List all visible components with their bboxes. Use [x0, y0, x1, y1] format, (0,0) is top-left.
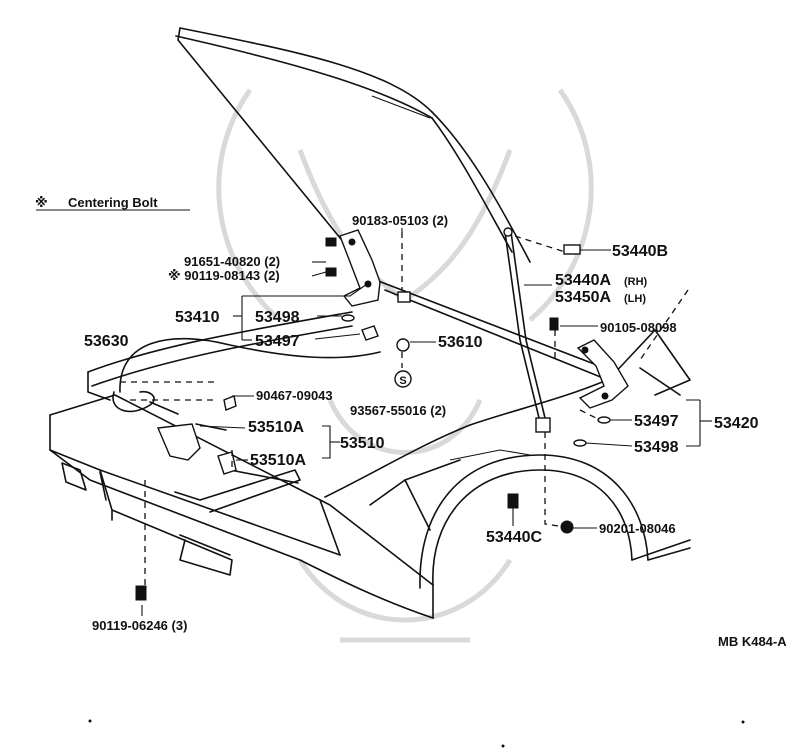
dot-mark [741, 720, 745, 724]
part-91651-40820: 91651-40820 (2) [184, 254, 280, 269]
part-90105-08098: 90105-08098 [600, 320, 677, 335]
part-53410: 53410 [175, 309, 220, 326]
part-53420: 53420 [714, 415, 759, 432]
part-53450A: 53450A [555, 289, 611, 306]
part-53440B: 53440B [612, 243, 668, 260]
hood-hinge-right [576, 339, 629, 409]
part-53440A: 53440A [555, 272, 611, 289]
part-53497-right: 53497 [634, 413, 679, 430]
part-53510A-lower: 53510A [250, 452, 306, 469]
hood-stay-rod [503, 227, 551, 433]
part-53510: 53510 [340, 435, 385, 452]
release-cable [112, 337, 381, 413]
hood-panel [175, 27, 531, 263]
leader-lines [36, 209, 712, 616]
legend-symbol: ※ [35, 195, 48, 210]
part-90201-08046: 90201-08046 [599, 521, 676, 536]
part-93567-55016: 93567-55016 (2) [350, 403, 446, 418]
s-symbol-label: S [399, 375, 406, 387]
hood-lock-assembly [149, 401, 237, 475]
alignment-lines [120, 232, 601, 590]
small-parts [135, 237, 611, 601]
part-53440A-side: (RH) [624, 276, 648, 288]
part-90119-08143: ※ 90119-08143 (2) [168, 268, 280, 283]
part-53498-left: 53498 [255, 309, 300, 326]
part-53510A-upper: 53510A [248, 419, 304, 436]
s-symbol-mark: S [394, 370, 412, 388]
part-53610: 53610 [438, 334, 483, 351]
part-53630: 53630 [84, 333, 129, 350]
dot-mark [88, 719, 92, 723]
part-53450A-side: (LH) [624, 293, 646, 305]
dot-mark [501, 744, 505, 748]
diagram-id: MB K484-A [718, 634, 787, 649]
legend-text: Centering Bolt [68, 195, 158, 210]
vehicle-body [49, 271, 691, 619]
part-53440C: 53440C [486, 529, 542, 546]
part-90183-05103: 90183-05103 (2) [352, 213, 448, 228]
part-53498-right: 53498 [634, 439, 679, 456]
part-53497-left: 53497 [255, 333, 300, 350]
hood-hinge-left [339, 229, 381, 307]
watermark-emblem [216, 88, 594, 643]
part-90467-09043: 90467-09043 [256, 388, 333, 403]
part-90119-06246: 90119-06246 (3) [92, 618, 187, 633]
